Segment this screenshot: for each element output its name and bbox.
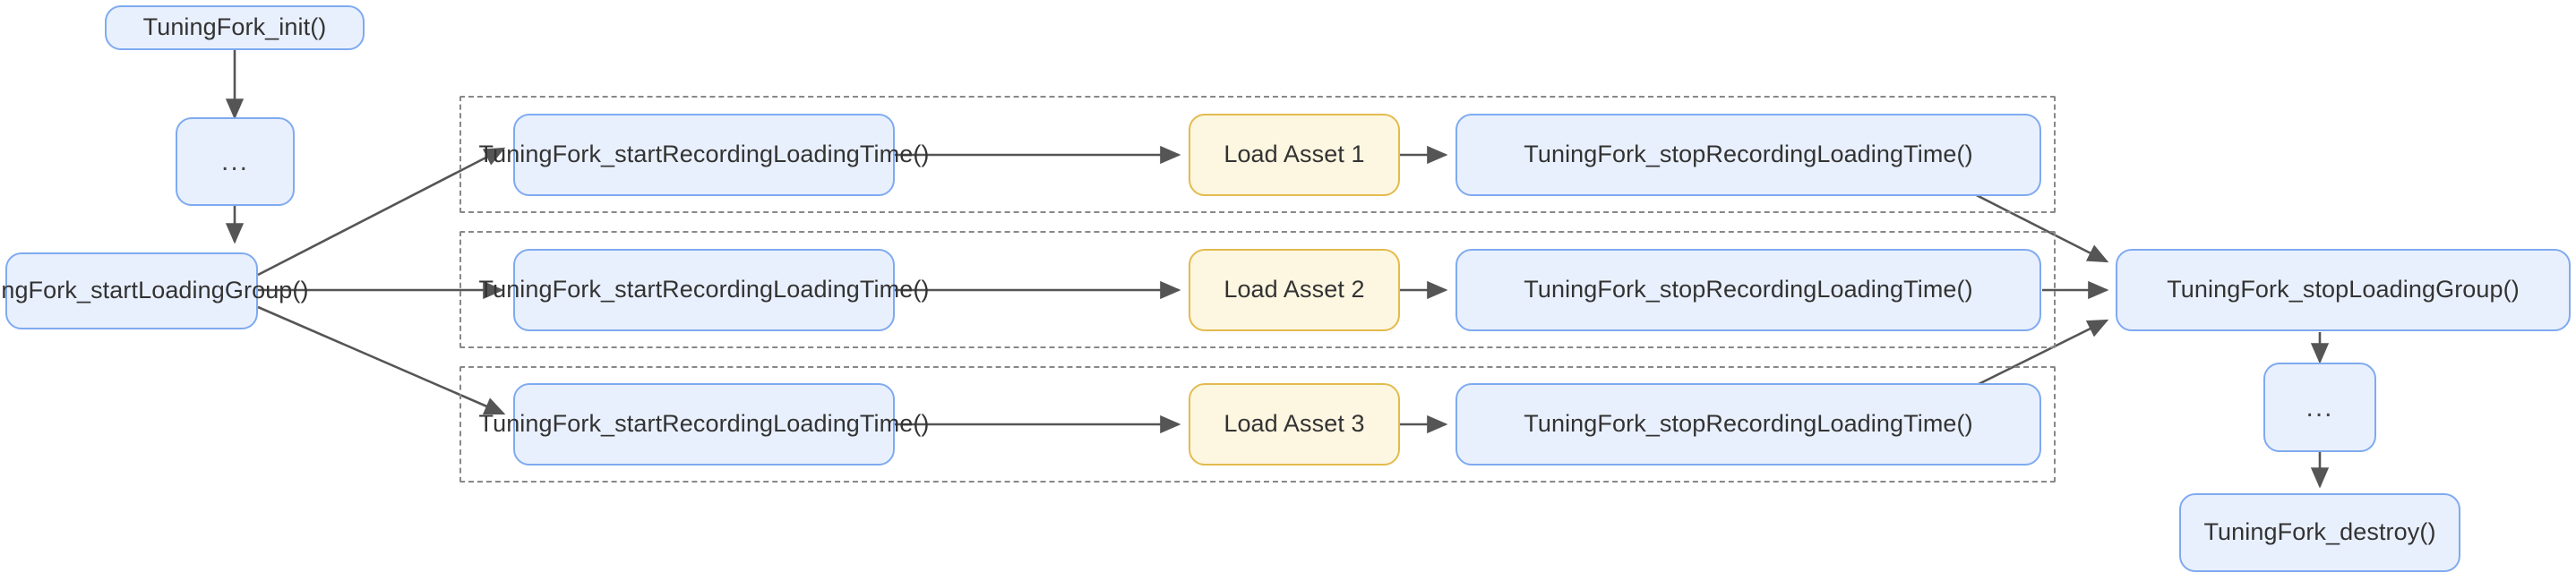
node-label: TuningFork_stopLoadingGroup() <box>2167 276 2520 303</box>
node-tuningfork-init[interactable]: TuningFork_init() <box>105 5 365 50</box>
node-row1-start-recording[interactable]: TuningFork_startRecordingLoadingTime() <box>478 114 929 196</box>
node-label: TuningFork_startRecordingLoadingTime() <box>478 276 930 303</box>
node-ellipsis-bottom[interactable]: ... <box>2263 363 2376 452</box>
node-label: TuningFork_destroy() <box>2203 518 2436 546</box>
node-label: ... <box>220 147 249 176</box>
node-row1-stop-recording[interactable]: TuningFork_stopRecordingLoadingTime() <box>1455 114 2041 196</box>
node-label: Load Asset 1 <box>1224 141 1365 168</box>
node-label: TuningFork_stopRecordingLoadingTime() <box>1524 141 1973 168</box>
loading-group-row-1 <box>459 96 2056 213</box>
node-tuningfork-destroy[interactable]: TuningFork_destroy() <box>2179 493 2460 572</box>
loading-group-row-2 <box>459 231 2056 348</box>
node-label: TuningFork_init() <box>142 13 327 41</box>
node-row1-load-asset[interactable]: Load Asset 1 <box>1189 114 1400 196</box>
node-label: TuningFork_startLoadingGroup() <box>0 277 309 304</box>
node-row3-start-recording[interactable]: TuningFork_startRecordingLoadingTime() <box>478 383 929 466</box>
node-label: Load Asset 2 <box>1224 276 1365 303</box>
node-ellipsis-top[interactable]: ... <box>176 117 295 206</box>
node-row2-start-recording[interactable]: TuningFork_startRecordingLoadingTime() <box>478 249 929 331</box>
node-row2-stop-recording[interactable]: TuningFork_stopRecordingLoadingTime() <box>1455 249 2041 331</box>
node-start-loading-group[interactable]: TuningFork_startLoadingGroup() <box>0 252 309 329</box>
node-row2-load-asset[interactable]: Load Asset 2 <box>1189 249 1400 331</box>
node-label: TuningFork_startRecordingLoadingTime() <box>478 141 930 168</box>
node-label: ... <box>2306 392 2334 423</box>
node-stop-loading-group[interactable]: TuningFork_stopLoadingGroup() <box>2116 249 2571 331</box>
node-label: TuningFork_startRecordingLoadingTime() <box>478 410 930 438</box>
node-row3-load-asset[interactable]: Load Asset 3 <box>1189 383 1400 466</box>
node-row3-stop-recording[interactable]: TuningFork_stopRecordingLoadingTime() <box>1455 383 2041 466</box>
node-label: TuningFork_stopRecordingLoadingTime() <box>1524 410 1973 438</box>
node-label: Load Asset 3 <box>1224 410 1365 438</box>
loading-group-row-3 <box>459 366 2056 483</box>
node-label: TuningFork_stopRecordingLoadingTime() <box>1524 276 1973 303</box>
